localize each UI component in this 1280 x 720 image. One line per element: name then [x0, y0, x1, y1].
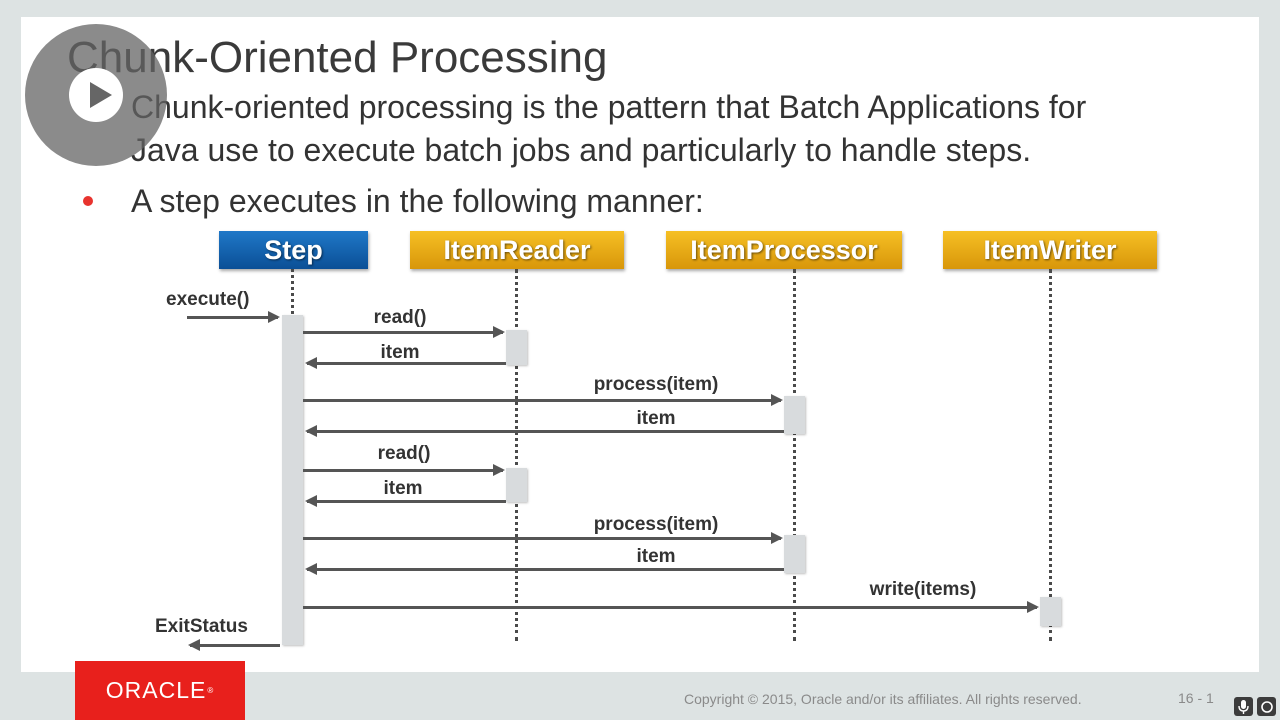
lifeline-step	[291, 269, 294, 314]
message-arrow-process-2	[303, 532, 783, 544]
message-label-item-3: item	[383, 478, 423, 499]
copyright-text: Copyright © 2015, Oracle and/or its affi…	[684, 691, 1082, 707]
activation-itemwriter	[1040, 597, 1061, 626]
message-arrow-item-4	[305, 563, 784, 575]
play-button[interactable]	[25, 24, 167, 166]
circle-settings-icon[interactable]	[1257, 697, 1276, 716]
bullet-1-line-1: Chunk-oriented processing is the pattern…	[131, 89, 1087, 125]
oracle-logo-mark: ®	[207, 686, 215, 695]
message-label-process-2: process(item)	[593, 514, 719, 535]
participant-step: Step	[219, 231, 368, 269]
oracle-logo-text: ORACLE	[105, 677, 207, 703]
lifeline-itemwriter	[1049, 269, 1052, 641]
participant-itemwriter: ItemWriter	[943, 231, 1157, 269]
message-arrow-read-1	[303, 326, 505, 338]
message-label-execute: execute()	[166, 289, 250, 310]
message-arrow-process-1	[303, 394, 783, 406]
activation-itemreader-1	[506, 330, 527, 365]
message-label-read-1: read()	[373, 307, 427, 328]
message-label-read-2: read()	[377, 443, 431, 464]
microphone-icon[interactable]	[1234, 697, 1253, 716]
message-label-write: write(items)	[869, 579, 977, 600]
message-label-process-1: process(item)	[593, 374, 719, 395]
play-button-inner	[69, 68, 123, 122]
message-arrow-item-3	[305, 495, 506, 507]
play-icon	[90, 82, 112, 108]
activation-itemreader-2	[506, 468, 527, 502]
message-label-item-2: item	[636, 408, 676, 429]
message-arrow-execute	[187, 311, 280, 323]
activation-itemprocessor-2	[784, 535, 805, 573]
bullet-2-text: A step executes in the following manner:	[131, 183, 704, 219]
bullet-2-marker	[83, 196, 93, 206]
bullet-1-line-2: Java use to execute batch jobs and parti…	[131, 132, 1032, 168]
lifeline-itemprocessor	[793, 269, 796, 641]
message-label-item-1: item	[380, 342, 420, 363]
participant-itemreader: ItemReader	[410, 231, 624, 269]
page-number: 16 - 1	[1178, 690, 1214, 706]
message-label-item-4: item	[636, 546, 676, 567]
oracle-logo: ORACLE®	[75, 661, 245, 720]
message-arrow-item-1	[305, 357, 506, 369]
lifeline-itemreader	[515, 269, 518, 641]
activation-step	[282, 315, 303, 645]
message-arrow-write	[303, 601, 1039, 613]
slide-canvas	[21, 17, 1259, 672]
message-arrow-read-2	[303, 464, 505, 476]
activation-itemprocessor-1	[784, 396, 805, 434]
message-arrow-item-2	[305, 425, 784, 437]
participant-itemprocessor: ItemProcessor	[666, 231, 902, 269]
message-label-exitstatus: ExitStatus	[155, 616, 248, 637]
message-arrow-exitstatus	[188, 639, 280, 651]
